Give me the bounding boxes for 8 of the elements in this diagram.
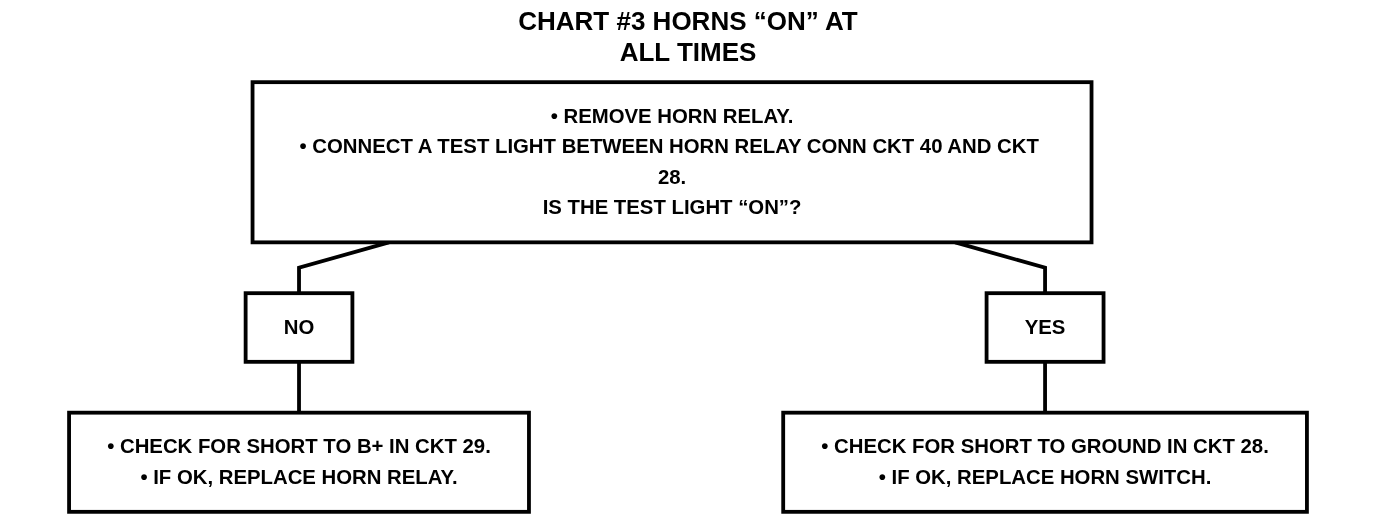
node-box: • CHECK FOR SHORT TO B+ IN CKT 29. • IF OK, REPLACE HORN RELAY. [67,410,531,514]
node-box: • REMOVE HORN RELAY. • CONNECT A TEST LIGHT BETWEEN HORN RELAY CONN CKT 40 AND CKT 28. IS THE TEST LIGHT “ON”? [250,80,1094,245]
chart-title: CHART #3 HORNS “ON” AT ALL TIMES [518,6,858,68]
node-box: YES [984,291,1106,364]
node-box: NO [243,291,355,364]
connector [1043,361,1047,413]
connector [297,361,301,413]
node-box: • CHECK FOR SHORT TO GROUND IN CKT 28. • IF OK, REPLACE HORN SWITCH. [781,410,1309,514]
